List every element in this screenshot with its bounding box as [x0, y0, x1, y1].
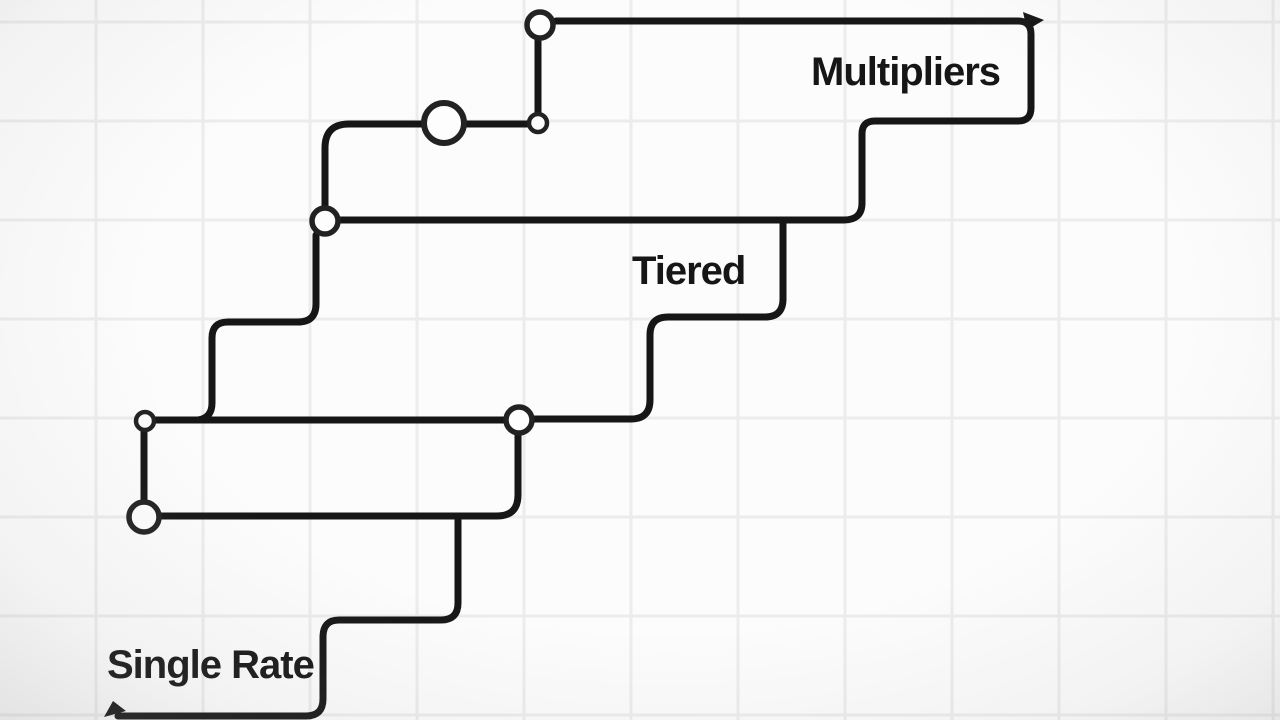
node-circle-row221 — [309, 205, 341, 237]
node-circle-left-bottom — [126, 499, 162, 535]
label-single-rate: Single Rate — [107, 643, 315, 687]
left-stair-riser — [194, 231, 320, 424]
label-multipliers: Multipliers — [811, 50, 1001, 94]
node-circle-top — [524, 9, 556, 41]
line-end-arrow — [1023, 12, 1044, 30]
node-circle-small-left — [133, 409, 157, 433]
line-arrows — [104, 12, 1044, 717]
node-circle-small-mid — [526, 111, 550, 135]
tiered-stair — [528, 219, 787, 423]
multipliers-stair-row — [321, 120, 532, 212]
line-start-arrow — [104, 701, 126, 717]
node-circle-large-mid — [421, 100, 467, 146]
row-517-drop — [155, 429, 522, 520]
label-tiered: Tiered — [632, 249, 746, 293]
node-circles — [126, 9, 556, 535]
node-circle-row420 — [503, 404, 535, 436]
single-rate-stair — [114, 516, 462, 720]
line-paths — [114, 17, 1035, 720]
